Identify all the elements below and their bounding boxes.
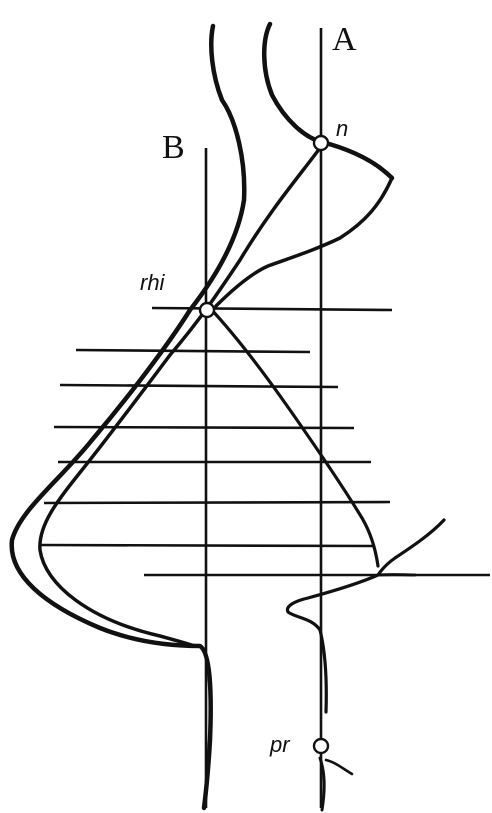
nasion-label: n <box>336 116 348 141</box>
horizontal-line <box>151 306 393 312</box>
horizontal-line <box>59 383 339 389</box>
forehead-curve <box>262 21 395 181</box>
rhinion-point <box>198 301 216 319</box>
horizontal-line <box>43 500 391 505</box>
line-a-label: A <box>332 21 357 58</box>
outer-profile-line <box>9 23 247 811</box>
columella-line <box>285 518 446 714</box>
lower-lip-branch <box>324 758 354 776</box>
inner-dorsum-line <box>38 146 322 648</box>
line-b-label: B <box>162 129 185 166</box>
pronasale-point <box>312 737 330 755</box>
rhinion-label: rhi <box>140 270 166 295</box>
pronasale-label: pr <box>269 732 291 757</box>
nasal-bridge-lower <box>214 176 394 308</box>
horizontal-line <box>75 348 311 354</box>
horizontal-line <box>53 425 355 430</box>
lateral-edge-line <box>208 306 380 568</box>
horizontal-line <box>39 543 376 548</box>
nasion-point <box>312 134 330 152</box>
